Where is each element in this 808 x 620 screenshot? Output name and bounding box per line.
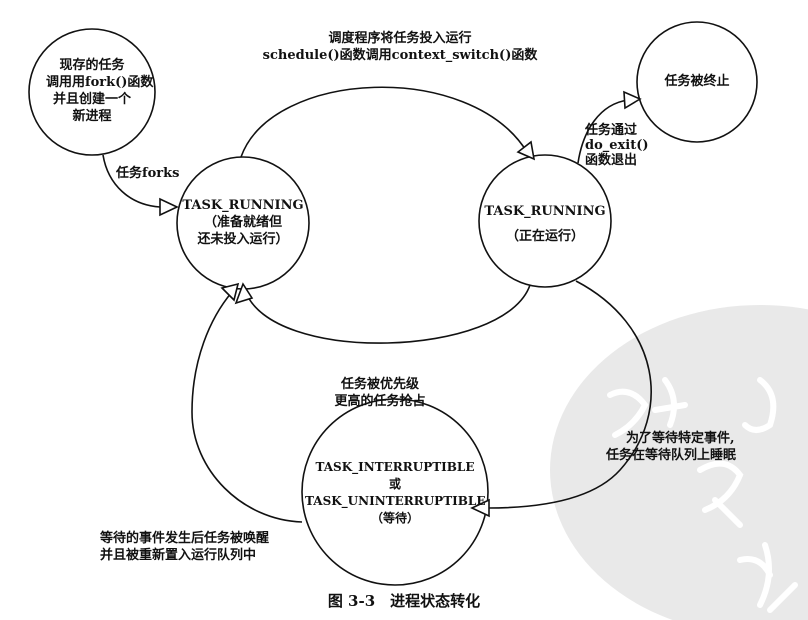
running-ready-state: TASK_RUNNING [182,198,304,213]
preempt-arrowhead [234,282,254,305]
running-ready-label: TASK_RUNNING （准备就绪但 还未投入运行） [180,197,306,248]
exit-label: 任务通过 do_exit() 函数退出 [585,123,649,168]
sleep-label-line-1: 为了等待特定事件, [626,431,735,446]
running-active-node [478,154,612,288]
sleep-label-line-2: 任务在等待队列上睡眠 [606,448,737,463]
preempt-edge [244,284,531,344]
exit-arrowhead [623,90,642,110]
schedule-label-line-2: schedule()函数调用context_switch()函数 [262,48,538,63]
running-ready-desc-1: （准备就绪但 [203,215,282,230]
exit-label-line-3: 函数退出 [585,153,638,168]
figure-caption: 图 3-3 进程状态转化 [327,592,481,610]
waiting-or: 或 [388,477,401,491]
wake-edge [191,291,303,523]
existing-task-line-1: 现存的任务 [59,58,125,73]
watermark [550,305,808,620]
running-active-state: TASK_RUNNING [484,204,606,219]
existing-task-node [28,28,156,156]
running-active-label: TASK_RUNNING （正在运行） [482,203,608,245]
exit-edge [577,99,629,164]
running-ready-desc-2: 还未投入运行） [197,232,289,247]
wake-label-line-2: 并且被重新置入运行队列中 [100,548,257,563]
fork-edge [102,154,161,208]
fork-arrowhead [159,197,179,217]
schedule-label-line-1: 调度程序将任务投入运行 [328,31,472,46]
waiting-state-2: TASK_UNINTERRUPTIBLE [305,494,486,508]
wake-label: 等待的事件发生后任务被唤醒 并且被重新置入运行队列中 [100,530,269,564]
fork-label: 任务forks [116,166,180,181]
existing-task-line-3: 并且创建一个 [52,92,131,107]
waiting-label: TASK_INTERRUPTIBLE 或 TASK_UNINTERRUPTIBL… [305,459,485,527]
schedule-edge [240,86,528,158]
schedule-label: 调度程序将任务投入运行 schedule()函数调用context_switch… [240,30,560,64]
waiting-node [301,398,489,586]
exit-label-line-2: do_exit() [585,138,649,153]
preempt-label: 任务被优先级 更高的任务抢占 [310,376,450,410]
sleep-label: 为了等待特定事件, 任务在等待队列上睡眠 [606,430,736,464]
exit-label-line-1: 任务通过 [585,123,638,138]
wake-arrowhead [220,282,240,302]
existing-task-line-4: 新进程 [72,109,112,124]
existing-task-label: 现存的任务 调用用fork()函数 并且创建一个 新进程 [46,57,154,125]
terminated-label: 任务被终止 [664,74,730,89]
preempt-label-line-2: 更高的任务抢占 [334,394,426,409]
wake-label-line-1: 等待的事件发生后任务被唤醒 [100,531,270,546]
running-active-desc: （正在运行） [505,229,584,244]
waiting-desc: （等待） [370,511,419,525]
sleep-edge [487,280,652,509]
preempt-label-line-1: 任务被优先级 [340,377,419,392]
existing-task-line-2: 调用用fork()函数 [46,75,154,90]
terminated-node [636,21,758,143]
waiting-state-1: TASK_INTERRUPTIBLE [315,460,475,474]
schedule-arrowhead [516,140,536,161]
sleep-arrowhead [470,498,490,518]
